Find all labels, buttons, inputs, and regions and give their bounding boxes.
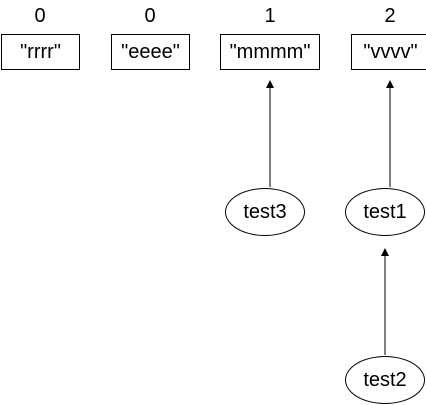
variable-node-test3: test3 (225, 188, 305, 236)
variable-node-test2: test2 (345, 356, 425, 404)
string-cell-vvvv: "vvvv" (351, 34, 426, 70)
variable-node-test1: test1 (345, 188, 425, 236)
ref-count-eeee: 0 (144, 5, 156, 27)
string-cell-mmmm: "mmmm" (220, 34, 320, 70)
string-cell-rrrr: "rrrr" (1, 34, 80, 70)
string-cell-eeee: "eeee" (111, 34, 190, 70)
ref-count-mmmm: 1 (264, 5, 276, 27)
ref-count-vvvv: 2 (384, 5, 396, 27)
ref-count-rrrr: 0 (34, 5, 46, 27)
